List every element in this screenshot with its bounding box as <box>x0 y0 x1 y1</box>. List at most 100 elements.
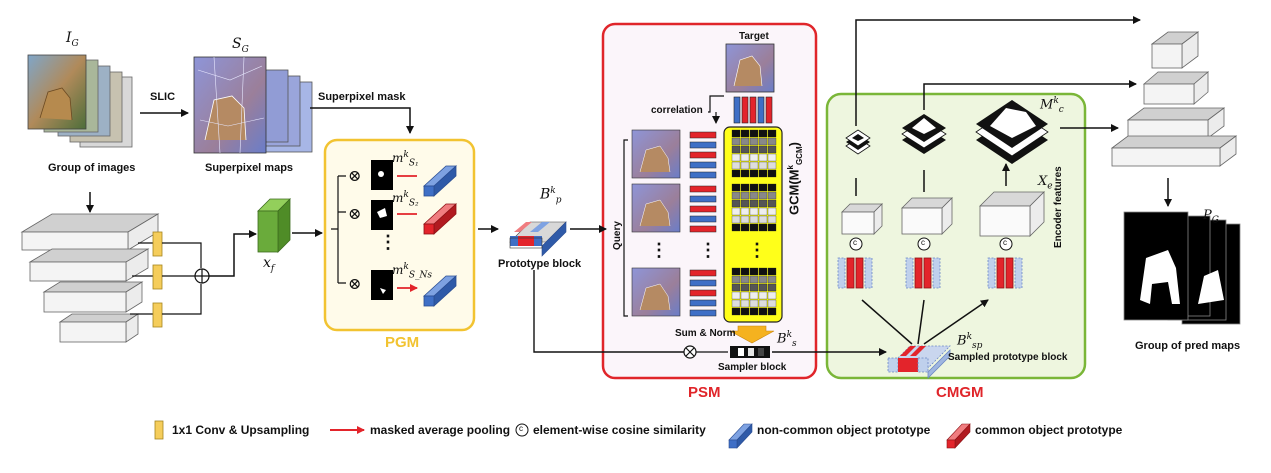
gcm-cell <box>767 169 777 178</box>
gcm-cell <box>758 183 768 192</box>
legend-cosine-c: c <box>519 424 523 433</box>
gcm-cell <box>767 223 777 232</box>
gcm-cell <box>740 299 750 308</box>
gcm-cell <box>758 215 768 224</box>
gcm-cell <box>731 299 741 308</box>
gcm-cell <box>767 291 777 300</box>
sum-norm-label: Sum & Norm <box>675 328 736 339</box>
gcm-cell <box>767 215 777 224</box>
gcm-cell <box>740 137 750 146</box>
gcm-cell <box>749 199 759 208</box>
gcm-cell <box>767 145 777 154</box>
gcm-cell <box>749 191 759 200</box>
sum-norm-arrow <box>729 325 775 344</box>
conv-block-1 <box>152 231 163 257</box>
mc-label: Mkc <box>1040 96 1064 115</box>
correlation-label: correlation <box>651 105 703 116</box>
gcm-cell <box>749 207 759 216</box>
skip-connection-2 <box>923 80 1137 110</box>
gcm-cell <box>758 267 768 276</box>
pgm-internals <box>331 160 458 307</box>
gcm-cell <box>731 191 741 200</box>
gcm-cell <box>758 145 768 154</box>
gcm-cell <box>749 275 759 284</box>
gcm-cell <box>731 267 741 276</box>
gcm-cell <box>731 283 741 292</box>
gcm-cell <box>767 199 777 208</box>
target-label: Target <box>739 31 769 42</box>
pgm-title: PGM <box>385 334 420 351</box>
group-of-pred-maps-label: Group of pred maps <box>1135 340 1241 352</box>
encoder-stack <box>20 213 160 343</box>
gcm-cell <box>758 275 768 284</box>
gcm-cell <box>767 153 777 162</box>
gcm-cell <box>731 169 741 178</box>
gcm-cell <box>749 267 759 276</box>
gcm-cell <box>749 291 759 300</box>
encoder-features-label: Encoder features <box>1053 166 1064 248</box>
query-protos-dots: ⋮ <box>699 240 717 261</box>
gcm-cell <box>767 129 777 138</box>
pgm-otimes-1: ⊗ <box>348 166 362 185</box>
gcm-cell <box>731 183 741 192</box>
gcm-cell <box>740 291 750 300</box>
gcm-cell <box>749 215 759 224</box>
decoder-stack <box>1110 31 1238 167</box>
gcm-cell <box>758 207 768 216</box>
gcm-cell <box>767 299 777 308</box>
m2-label: mkS₂ <box>392 190 419 209</box>
conv-block-2 <box>152 264 163 290</box>
sampled-prototype-block-label: Sampled prototype block <box>948 352 1068 363</box>
gcm-cell <box>767 267 777 276</box>
group-of-images-label: Group of images <box>48 162 136 174</box>
gcm-cell <box>767 283 777 292</box>
query-images-dots: ⋮ <box>650 240 668 261</box>
pgm-dots: ⋮ <box>379 232 397 253</box>
gcm-cell <box>749 307 759 316</box>
legend-symbols <box>154 420 971 449</box>
pgm-otimes-3: ⊗ <box>348 274 362 293</box>
cosine-c-2: c <box>921 238 925 247</box>
sampler-block-shape <box>683 345 770 359</box>
mn-label: mkS_Ns <box>392 262 433 281</box>
m1-label: mkS₁ <box>392 150 419 169</box>
superpixel-stack <box>193 56 313 154</box>
cmgm-prototype-column <box>914 257 923 289</box>
sampler-block-label: Sampler block <box>718 362 787 373</box>
xe-label: Xe <box>1038 174 1053 192</box>
ig-label: IG <box>66 30 79 49</box>
gcm-cell <box>758 283 768 292</box>
gcm-cell <box>731 145 741 154</box>
cmgm-prototype-column <box>846 257 855 289</box>
cmgm-internals <box>837 100 1049 379</box>
legend-cosine: element-wise cosine similarity <box>533 423 706 437</box>
gcm-cell <box>740 169 750 178</box>
gcm-cell <box>740 207 750 216</box>
cosine-c-3: c <box>1003 238 1007 247</box>
gcm-cell <box>740 153 750 162</box>
superpixel-mask-arrow <box>310 107 414 134</box>
cmgm-prototype-column <box>932 257 941 289</box>
superpixel-maps-label: Superpixel maps <box>205 162 294 174</box>
gcm-cell <box>758 291 768 300</box>
gcm-cell <box>758 169 768 178</box>
gcm-cell <box>731 161 741 170</box>
legend-common: common object prototype <box>975 423 1123 437</box>
gcm-cell <box>749 223 759 232</box>
psm-title: PSM <box>688 384 721 401</box>
gcm-cell <box>767 191 777 200</box>
gcm-cell <box>758 223 768 232</box>
gcm-cell <box>740 183 750 192</box>
gcm-cell <box>740 307 750 316</box>
gcm-cell <box>749 129 759 138</box>
cosine-c-1: c <box>853 238 857 247</box>
input-image-stack <box>27 54 133 148</box>
gcm-cell <box>740 191 750 200</box>
gcm-cell <box>740 267 750 276</box>
gcm-cell <box>740 223 750 232</box>
gcm-cell <box>758 307 768 316</box>
bp-label: Bkp <box>540 186 562 206</box>
cmgm-prototype-column <box>996 257 1005 289</box>
cmgm-panel <box>825 92 1087 380</box>
cmgm-prototype-column <box>864 257 873 289</box>
